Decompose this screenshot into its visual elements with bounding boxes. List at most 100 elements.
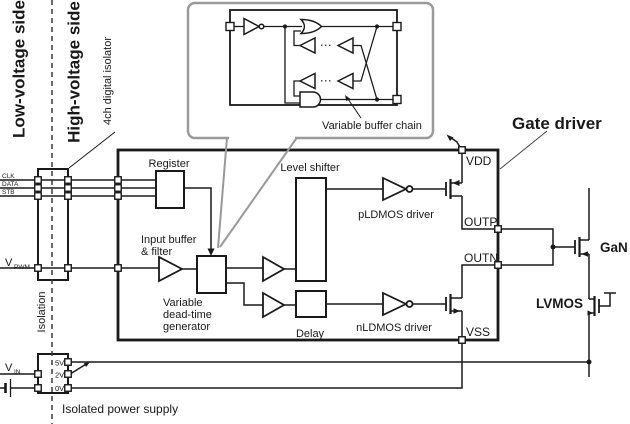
outp-outn-loop-wire — [498, 228, 554, 266]
side-labels: Low-voltage side High-voltage side 4ch d… — [10, 0, 116, 332]
2v-arrow-line — [70, 364, 86, 375]
dead-time-generator-block — [196, 255, 227, 294]
lvmos-gate-wire — [599, 293, 611, 307]
inset-bottom-ellipsis: ··· — [321, 76, 333, 86]
nldmos-inverter-bubble — [405, 300, 414, 308]
level-shifter-label: Level shifter — [280, 162, 340, 174]
inset-inverter-triangle — [243, 17, 261, 36]
gate-driver-internals: Register Input buffer & filter Variable … — [141, 134, 498, 340]
port-stb-iso-left — [34, 192, 42, 200]
isolated-power-supply-caption: Isolated power supply — [62, 402, 178, 416]
register-arrowhead — [207, 248, 215, 256]
inset-top-feedback-wire — [293, 30, 301, 47]
gate-driver-pointer-line — [499, 130, 548, 170]
port-outp — [494, 225, 502, 233]
inset-bottom-junction — [374, 97, 380, 102]
outn-pin-label: OUTN — [464, 251, 498, 265]
port-data-iso-right — [64, 184, 72, 192]
nldmos-transistor — [445, 264, 498, 339]
pldmos-transistor — [445, 150, 498, 230]
vin-label: V — [5, 362, 13, 374]
vdd-arrowhead — [446, 134, 454, 141]
vdd-pin-label: VDD — [466, 154, 492, 168]
inset-top-chain-cross-wire — [353, 44, 378, 100]
inset-tail-left — [217, 137, 228, 249]
nldmos-source-arrow — [453, 308, 460, 314]
port-vdd — [458, 146, 466, 154]
inset-top-ellipsis: ··· — [321, 41, 333, 51]
2v-variable-arrow — [70, 362, 90, 375]
inset-inverter-bubble — [258, 23, 265, 30]
gan-source-arrow — [581, 251, 588, 257]
data-label: DATA — [2, 181, 19, 188]
port-battery-return — [34, 384, 42, 392]
pldmos-inverter-bubble — [405, 185, 414, 193]
clk-label: CLK — [2, 173, 15, 180]
register-label: Register — [149, 158, 190, 170]
2v-arrowhead — [83, 362, 90, 367]
port-5v — [64, 358, 72, 366]
battery-symbol — [0, 379, 38, 397]
port-vss — [458, 336, 466, 344]
inset-bottom-feedback-wire — [293, 80, 300, 97]
vss-pin-label: VSS — [466, 325, 490, 339]
inset-bottom-buffer-1 — [298, 72, 316, 90]
top-path-buffer-triangle — [262, 255, 286, 283]
dtg-label-1: Variable — [163, 297, 203, 309]
outp-pin-label: OUTP — [464, 215, 497, 229]
pldmos-driver-label: pLDMOS driver — [358, 209, 434, 221]
high-voltage-side-label: High-voltage side — [65, 1, 84, 143]
input-buffer-triangle — [158, 255, 184, 283]
inset-and-gate — [299, 91, 322, 108]
gate-driver-title-group: Gate driver — [499, 114, 602, 170]
inset-port-left — [225, 21, 235, 32]
inset-bottom-chain-cross-wire — [353, 26, 378, 82]
pldmos-inverter-triangle — [382, 176, 409, 202]
dtg-label-2: dead-time — [163, 309, 212, 321]
gan-transistor — [574, 188, 590, 299]
digital-isolator-box — [37, 168, 69, 281]
low-voltage-side-label: Low-voltage side — [10, 0, 29, 138]
inset-port-bottom-right — [392, 94, 402, 105]
inset-or-gate — [299, 18, 323, 35]
isolator-label: 4ch digital isolator — [102, 37, 114, 125]
inset-and-input-wire — [284, 26, 300, 104]
port-clk-iso-right — [64, 176, 72, 184]
delay-label: Delay — [296, 328, 325, 340]
rail-0v-label: 0V — [55, 384, 64, 393]
port-outn — [494, 261, 502, 269]
port-data-iso-left — [34, 184, 42, 192]
vin-subscript: IN — [14, 369, 21, 376]
port-data-driver — [114, 184, 122, 192]
vpwm-subscript: PWM — [14, 264, 30, 271]
lvmos-transistor — [587, 292, 616, 377]
nldmos-driver-label: nLDMOS driver — [356, 322, 432, 334]
input-wires: CLK DATA STB V PWM — [0, 173, 159, 271]
stb-label: STB — [2, 189, 15, 196]
inset-caption-arrow-line — [347, 98, 362, 119]
gan-label: GaN — [600, 240, 628, 255]
vpwm-label: V — [5, 257, 13, 269]
register-output-wire — [184, 187, 212, 250]
inset-caption-arrowhead — [345, 95, 351, 102]
gate-driver-box — [116, 148, 500, 342]
input-buffer-label-1: Input buffer — [141, 234, 197, 246]
output-network: GaN LVMOS — [498, 188, 628, 377]
rail-0v-wire — [68, 341, 463, 389]
port-pwm-iso-right — [64, 264, 72, 272]
port-2v — [64, 370, 72, 378]
terminal-ports — [34, 146, 502, 392]
rail-2v-label: 2V — [55, 371, 64, 380]
port-clk-driver — [114, 176, 122, 184]
bottom-path-buffer-triangle — [262, 291, 286, 319]
inset-top-junction — [374, 24, 380, 29]
delay-block — [295, 290, 327, 318]
dtg-label-3: generator — [163, 321, 210, 333]
port-0v — [64, 384, 72, 392]
port-stb-iso-right — [64, 192, 72, 200]
nldmos-inverter-triangle — [382, 291, 409, 317]
isolator-pointer-line — [68, 131, 116, 169]
port-stb-driver — [114, 192, 122, 200]
